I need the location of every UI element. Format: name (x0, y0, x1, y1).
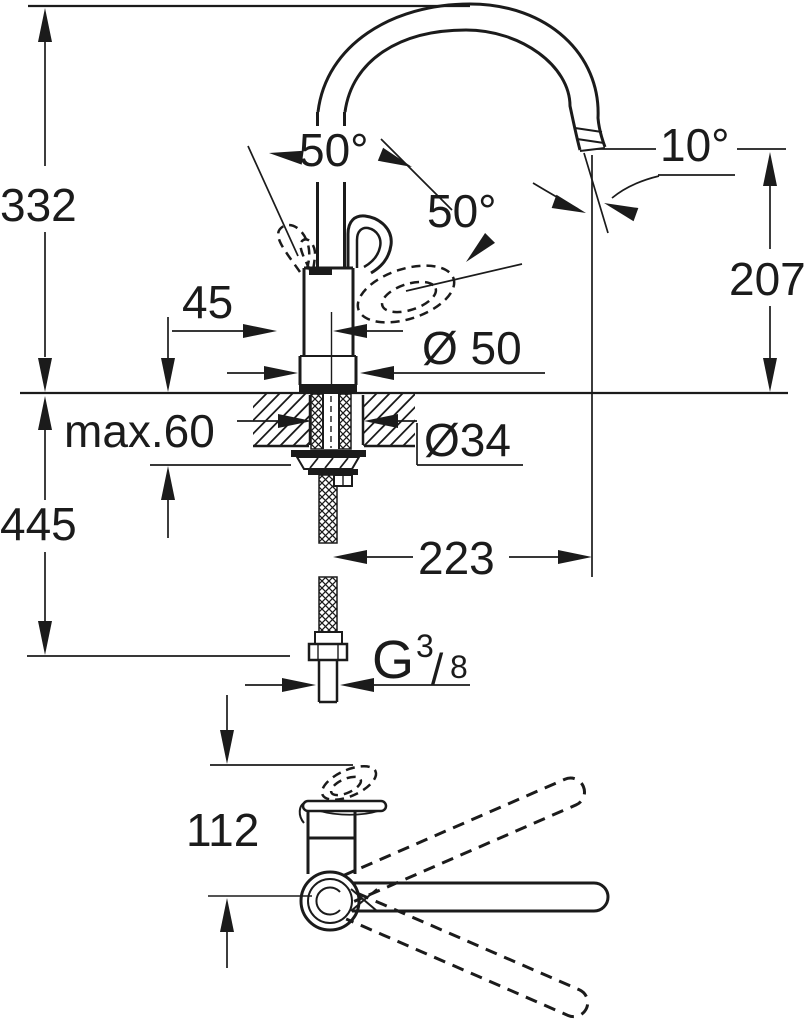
dim-label-thread-g38: G 3 / 8 (372, 628, 468, 694)
connection-pipe (317, 660, 339, 704)
spout-swing-dashed-down (345, 891, 590, 1019)
dim-label-223: 223 (418, 532, 495, 584)
spout-inner-curve (343, 28, 582, 151)
dim-label-45: 45 (182, 276, 233, 328)
arrowhead (558, 550, 592, 564)
spout-tip (574, 127, 606, 152)
hose-ferrule (314, 631, 343, 645)
arrowhead (220, 730, 234, 764)
arrowhead (340, 678, 374, 692)
spout-outer-curve (316, 2, 607, 148)
dim-label-50deg-right: 50° (427, 185, 497, 237)
arrowhead (333, 324, 367, 338)
handle-dashed-right (356, 264, 456, 324)
arrowhead (601, 196, 639, 222)
arrowhead (461, 233, 495, 267)
base-gasket (299, 384, 357, 392)
hose-connector-nut (307, 642, 349, 662)
swivel-ring-outer (299, 870, 361, 932)
hatching-left (253, 393, 310, 446)
thread-denominator: 8 (450, 649, 468, 685)
dim-label-445: 445 (0, 498, 77, 550)
arrowhead (264, 366, 298, 380)
lever-handle-plan (301, 799, 388, 813)
handle-curl (298, 801, 307, 824)
spout-swing-dashed-up (342, 776, 586, 903)
arrowhead (161, 358, 175, 392)
handle-mount-tick (309, 268, 332, 275)
flex-hose-lower (318, 576, 338, 633)
mounting-nut-top (308, 469, 358, 475)
swivel-ring-core (315, 886, 341, 916)
dim-label-207: 207 (729, 253, 806, 305)
handle-dashed-top (320, 765, 378, 801)
riser-tube (316, 112, 346, 267)
arrowhead (38, 8, 52, 42)
dimension-lines (20, 4, 788, 968)
mounting-hardware (291, 393, 366, 704)
handle-swing-line-left (247, 145, 299, 257)
arrowhead (360, 366, 394, 380)
arrowhead (282, 678, 316, 692)
center-x-mark (350, 888, 378, 912)
dim-label-dia34: Ø34 (424, 414, 511, 466)
arrowhead (161, 466, 175, 500)
flex-hose-upper (318, 474, 338, 544)
tilt-line (583, 152, 609, 234)
arrowhead (243, 324, 277, 338)
arrowhead (333, 550, 367, 564)
arrowhead (38, 358, 52, 392)
body-plan (306, 811, 357, 874)
dim-label-112: 112 (186, 804, 259, 856)
handle-swing-line-right (405, 263, 523, 292)
arrowhead (220, 898, 234, 932)
handle-dashed-top-inner (329, 775, 363, 797)
dim-label-max60: max.60 (64, 405, 215, 457)
handle-solid (346, 214, 393, 275)
side-view-faucet (276, 2, 607, 392)
dim-label-dia50: Ø 50 (422, 322, 522, 374)
arrowhead (763, 358, 777, 392)
dim-label-10deg: 10° (660, 119, 730, 171)
countertop-section (253, 393, 415, 448)
arrowhead (38, 396, 52, 430)
mounting-washer (291, 450, 366, 457)
arrowhead (763, 152, 777, 186)
dim-label-332: 332 (0, 179, 77, 231)
arrowhead (38, 621, 52, 655)
spout-arm-plan (352, 881, 610, 913)
dimension-labels: 332 445 max.60 45 Ø 50 Ø34 223 207 10° 5… (0, 119, 806, 856)
swivel-ring-inner (307, 878, 353, 924)
thread-numerator: 3 (416, 628, 434, 664)
dim-label-50deg-left: 50° (299, 124, 369, 176)
thread-slash: / (431, 645, 444, 694)
thread-prefix: G (372, 630, 414, 690)
handle-dashed-left (276, 223, 317, 273)
plan-view (298, 765, 610, 1019)
arrowhead (377, 147, 415, 174)
arrowhead (551, 194, 589, 220)
handle-swing-line-mid (380, 138, 453, 211)
